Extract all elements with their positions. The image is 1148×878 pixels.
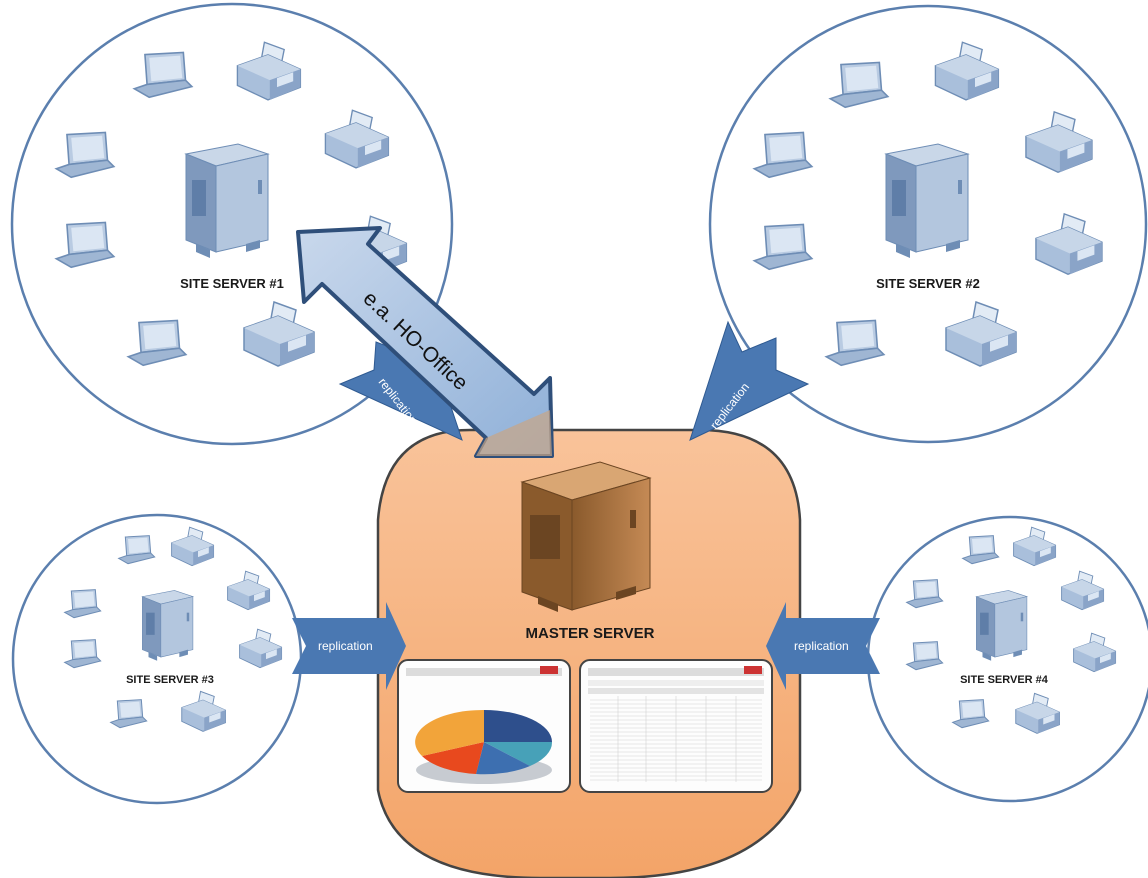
master-server-label: MASTER SERVER (526, 625, 655, 642)
master-server-icon (520, 461, 652, 612)
site-server-4-label: SITE SERVER #4 (960, 674, 1049, 686)
pie-slice (484, 742, 553, 766)
table-grid (590, 696, 762, 782)
site-server-1-label: SITE SERVER #1 (180, 276, 284, 291)
replication-arrow-4 (766, 602, 880, 690)
site-server-3-label: SITE SERVER #3 (126, 674, 214, 686)
tower-icon (976, 590, 1028, 662)
replication-label-4: replication (794, 639, 849, 653)
replication-arrow-2 (689, 320, 810, 441)
replication-arrow-3 (292, 602, 406, 690)
site-server-2-label: SITE SERVER #2 (876, 276, 980, 291)
report-thumbnail-table (579, 659, 773, 793)
report-thumbnail-pie (397, 659, 571, 793)
pie-slice (476, 742, 530, 775)
tower-icon (142, 590, 194, 662)
ho-office-arrow (296, 226, 554, 458)
pie-slice (484, 710, 552, 742)
replication-label-3: replication (318, 639, 373, 653)
tower-icon (885, 143, 969, 259)
tower-icon (185, 143, 269, 259)
pie-slice (422, 742, 484, 774)
pie-slice (415, 709, 484, 756)
